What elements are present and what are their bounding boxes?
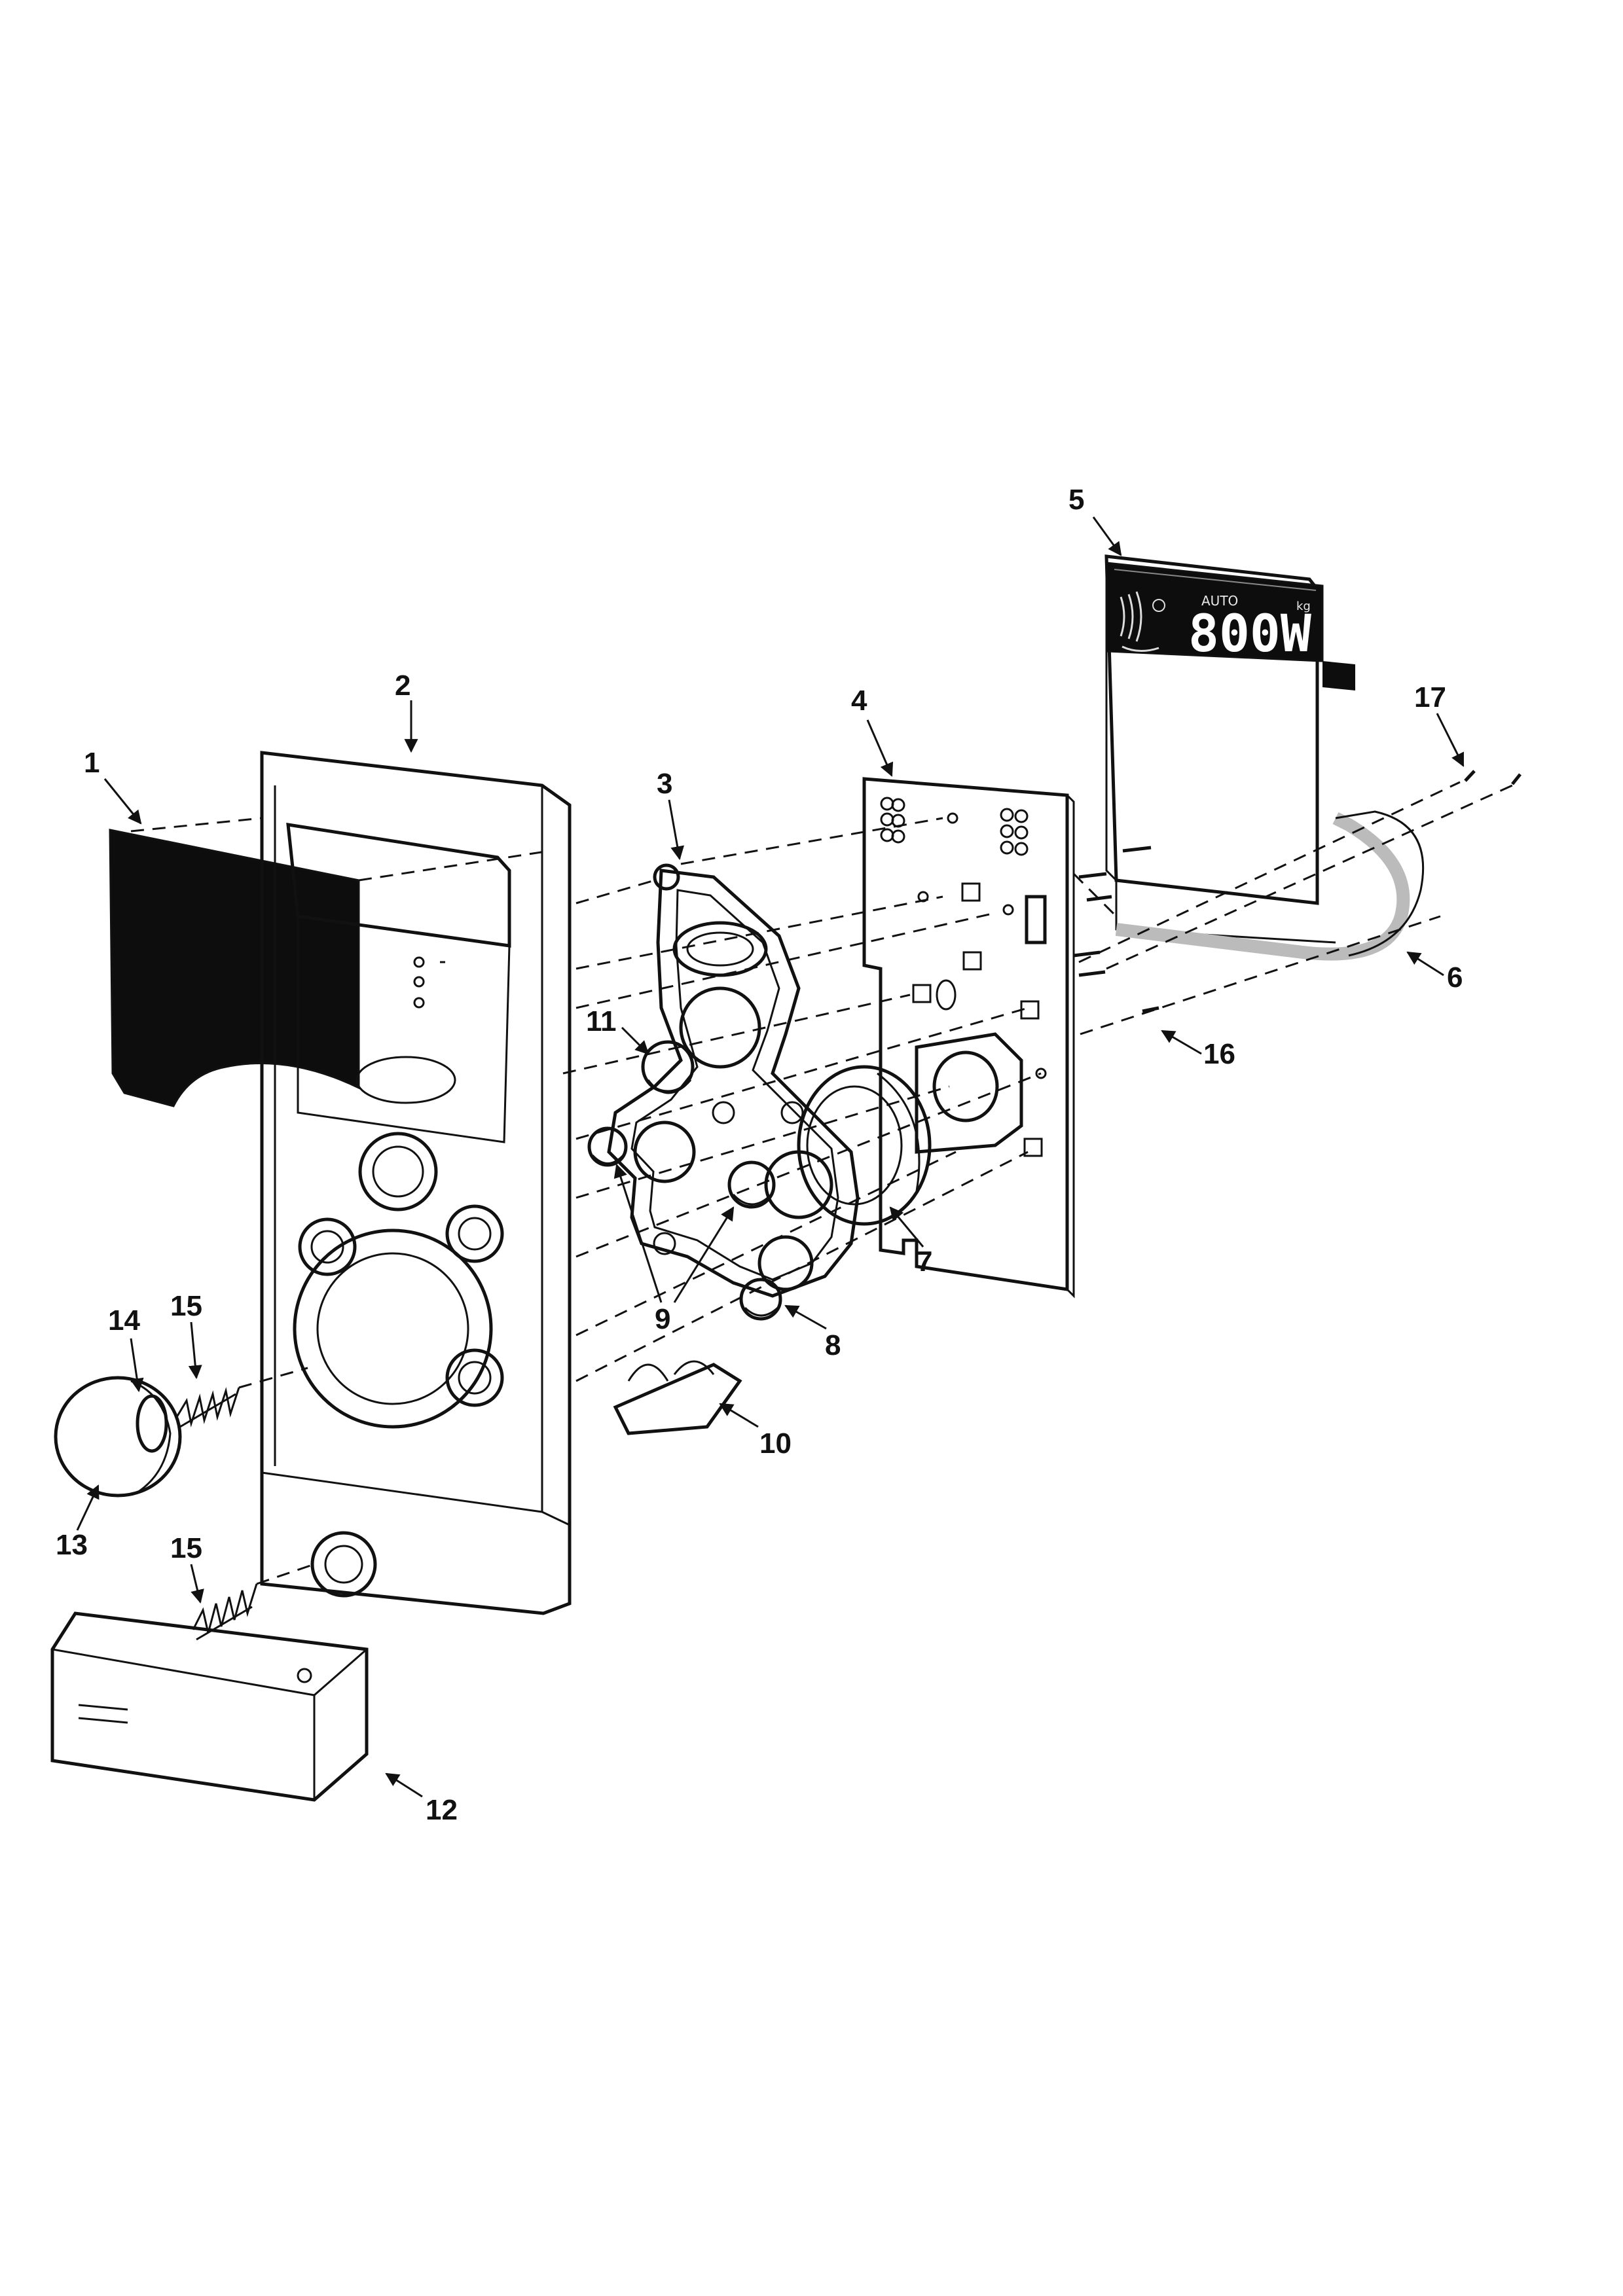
callout-8: 8 — [784, 1304, 841, 1361]
part-7-knob-collar — [797, 1065, 932, 1226]
svg-text:10: 10 — [759, 1427, 792, 1460]
svg-text:14: 14 — [108, 1304, 140, 1336]
svg-text:7: 7 — [917, 1246, 932, 1278]
svg-text:8: 8 — [825, 1329, 841, 1361]
svg-text:16: 16 — [1203, 1038, 1235, 1070]
svg-text:3: 3 — [657, 768, 672, 800]
callout-13: 13 — [56, 1484, 100, 1561]
part-15-spring-upper — [175, 1387, 240, 1428]
callout-9: 9 — [613, 1164, 735, 1335]
part-13-knob — [54, 1376, 182, 1498]
callout-14: 14 — [108, 1304, 144, 1393]
callout-5: 5 — [1068, 484, 1122, 556]
part-4-circuit-board — [862, 777, 1075, 1299]
svg-text:4: 4 — [851, 685, 867, 717]
pcb-led-cluster-left — [880, 797, 905, 844]
part-12-release-bar — [50, 1611, 369, 1802]
svg-text:15: 15 — [170, 1532, 202, 1564]
svg-text:17: 17 — [1414, 681, 1446, 713]
part-11-key-cap — [641, 1040, 695, 1094]
pcb-led-cluster-right — [1000, 808, 1029, 856]
part-1-panel-film — [109, 829, 360, 1107]
part-15-spring-lower — [192, 1583, 258, 1641]
callout-15-lower: 15 — [170, 1532, 204, 1604]
svg-text:6: 6 — [1447, 961, 1463, 994]
part-9-key-caps — [587, 1126, 776, 1209]
svg-text:9: 9 — [655, 1303, 670, 1335]
part-6-bracket — [1115, 810, 1425, 961]
part-5-display-module: AUTO kg 800W — [1104, 554, 1355, 905]
svg-text:1: 1 — [84, 747, 100, 779]
svg-text:12: 12 — [426, 1794, 458, 1826]
part-17-screws — [1464, 770, 1522, 785]
svg-text:13: 13 — [56, 1529, 88, 1561]
callout-4: 4 — [851, 685, 894, 777]
callout-12: 12 — [385, 1772, 458, 1826]
callouts: 1 2 3 4 5 6 7 8 — [56, 484, 1465, 1826]
callout-10: 10 — [719, 1403, 792, 1460]
part-16-screws — [1073, 846, 1159, 1013]
part-14-knob-shaft — [136, 1394, 168, 1453]
assembly-lines — [130, 781, 1513, 1585]
callout-6: 6 — [1406, 951, 1463, 994]
svg-text:11: 11 — [586, 1005, 617, 1037]
display-small-label: AUTO — [1201, 593, 1238, 609]
part-8-key-cap — [739, 1278, 782, 1321]
callout-17: 17 — [1414, 681, 1465, 767]
callout-3: 3 — [657, 768, 685, 861]
display-unit-label: kg — [1296, 600, 1311, 613]
svg-text:5: 5 — [1068, 484, 1084, 516]
part-2-control-panel — [260, 751, 572, 1615]
part-10-clip — [613, 1360, 742, 1435]
callout-1: 1 — [84, 747, 142, 825]
callout-2: 2 — [395, 670, 418, 753]
callout-7: 7 — [889, 1206, 932, 1278]
callout-11: 11 — [586, 1005, 649, 1055]
svg-text:15: 15 — [170, 1290, 202, 1322]
part-3-button-frame — [607, 863, 860, 1298]
callout-16: 16 — [1161, 1030, 1235, 1070]
display-icons — [1120, 591, 1165, 652]
callout-15-upper: 15 — [170, 1290, 202, 1380]
display-reading: 800W — [1188, 605, 1311, 664]
svg-text:2: 2 — [395, 670, 410, 702]
